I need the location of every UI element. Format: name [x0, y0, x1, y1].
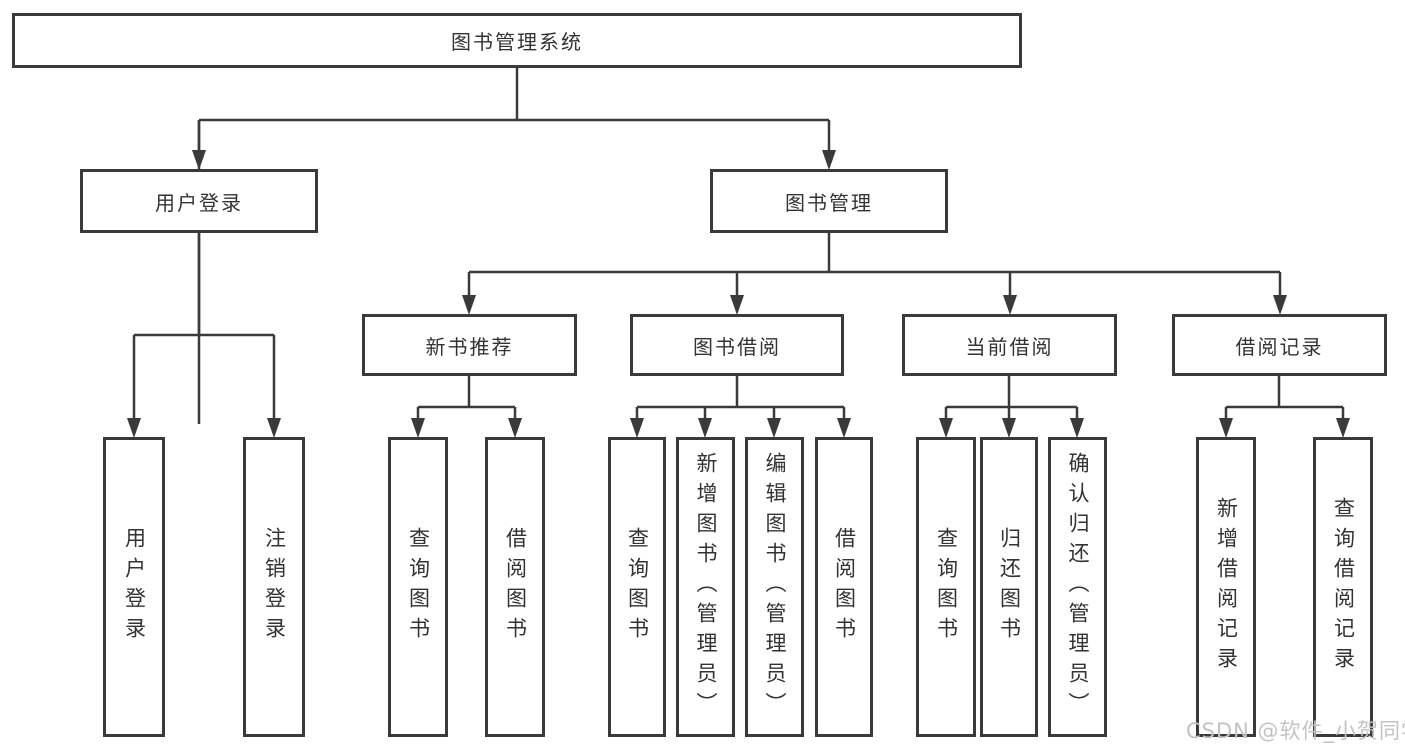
leaf-br-add-record: 新增借阅记录 [1196, 437, 1256, 737]
leaf-br-add-record-label: 新增借阅记录 [1214, 497, 1239, 677]
node-borrow-records: 借阅记录 [1172, 314, 1387, 376]
leaf-br-query-record: 查询借阅记录 [1313, 437, 1373, 737]
leaf-nb-query-books: 查询图书 [388, 437, 448, 737]
leaf-logout-label: 注销登录 [262, 527, 287, 647]
connector-lines-detail [132, 120, 1345, 422]
leaf-user-login: 用户登录 [103, 437, 165, 737]
node-current-borrow: 当前借阅 [902, 314, 1117, 376]
node-book-management: 图书管理 [710, 169, 948, 233]
leaf-cb-return-books-label: 归还图书 [997, 527, 1022, 647]
connector-lines [197, 68, 831, 424]
leaf-cb-confirm-return-admin-label: 确认归还（管理员） [1066, 452, 1090, 722]
leaf-cb-return-books: 归还图书 [980, 437, 1038, 737]
leaf-nb-borrow-books-label: 借阅图书 [503, 527, 528, 647]
leaf-bb-edit-books-admin: 编辑图书（管理员） [745, 437, 804, 737]
leaf-bb-add-books-admin: 新增图书（管理员） [676, 437, 735, 737]
csdn-watermark: CSDN @软件_小贺同学 [1186, 719, 1405, 743]
leaf-bb-query-books: 查询图书 [608, 437, 666, 737]
leaf-cb-query-books-label: 查询图书 [934, 527, 959, 647]
leaf-bb-query-books-label: 查询图书 [625, 527, 650, 647]
leaf-bb-edit-books-admin-label: 编辑图书（管理员） [763, 452, 787, 722]
leaf-nb-borrow-books: 借阅图书 [485, 437, 545, 737]
node-new-book-recommend: 新书推荐 [362, 314, 577, 376]
arrowhead-icons [127, 150, 1350, 438]
node-root: 图书管理系统 [12, 13, 1022, 68]
node-user-login: 用户登录 [80, 169, 318, 233]
leaf-user-login-label: 用户登录 [122, 527, 147, 647]
leaf-bb-add-books-admin-label: 新增图书（管理员） [694, 452, 718, 722]
leaf-nb-query-books-label: 查询图书 [406, 527, 431, 647]
leaf-logout: 注销登录 [243, 437, 305, 737]
leaf-cb-confirm-return-admin: 确认归还（管理员） [1048, 437, 1107, 737]
leaf-bb-borrow-books: 借阅图书 [815, 437, 873, 737]
node-book-borrow: 图书借阅 [630, 314, 844, 376]
leaf-bb-borrow-books-label: 借阅图书 [832, 527, 857, 647]
leaf-br-query-record-label: 查询借阅记录 [1331, 497, 1356, 677]
leaf-cb-query-books: 查询图书 [916, 437, 976, 737]
